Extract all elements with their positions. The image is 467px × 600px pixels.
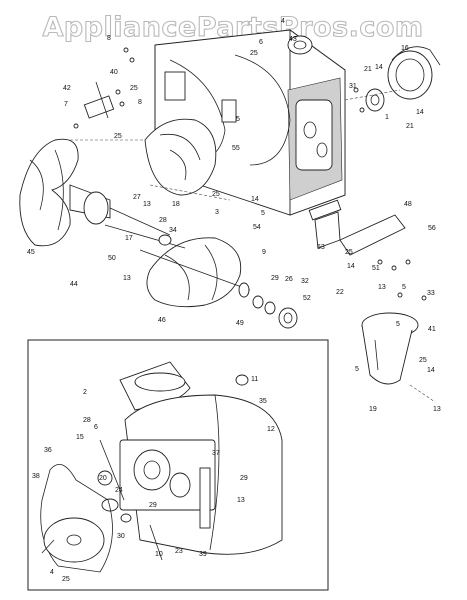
callout: 25 <box>114 133 122 140</box>
callout: 29 <box>149 502 157 509</box>
callout: 12 <box>267 426 275 433</box>
right-auger <box>139 237 251 308</box>
callout: 40 <box>110 69 118 76</box>
callout: 54 <box>253 224 261 231</box>
callout: 13 <box>378 284 386 291</box>
callout: 45 <box>27 249 35 256</box>
callout: 33 <box>427 290 435 297</box>
callout: 21 <box>406 123 414 130</box>
callout: 8 <box>107 35 111 42</box>
callout: 14 <box>416 109 424 116</box>
callout-labels-inset: 11 35 2 12 28 15 6 36 37 38 20 24 29 13 … <box>32 376 275 583</box>
callout: 48 <box>404 201 412 208</box>
callout: 16 <box>401 45 409 52</box>
callout: 21 <box>364 66 372 73</box>
callout: 52 <box>303 295 311 302</box>
upper-pulley-assembly <box>344 46 441 113</box>
chute-assembly <box>361 312 436 403</box>
callout: 37 <box>212 450 220 457</box>
callout: 5 <box>261 210 265 217</box>
callout: 14 <box>347 263 355 270</box>
callout: 25 <box>419 357 427 364</box>
callout: 42 <box>63 85 71 92</box>
callout: 31 <box>349 83 357 90</box>
callout: 56 <box>428 225 436 232</box>
callout: 25 <box>250 50 258 57</box>
callout: 25 <box>130 85 138 92</box>
callout: 23 <box>175 548 183 555</box>
callout: 46 <box>158 317 166 324</box>
callout: 11 <box>251 376 258 383</box>
callout: 24 <box>115 487 123 494</box>
callout: 29 <box>271 275 279 282</box>
callout: 39 <box>199 551 207 558</box>
callout: 55 <box>232 145 240 152</box>
callout: 49 <box>236 320 244 327</box>
callout: 6 <box>94 424 98 431</box>
callout: 27 <box>133 194 141 201</box>
callout: 44 <box>70 281 78 288</box>
callout: 5 <box>355 366 359 373</box>
callout: 5 <box>396 321 400 328</box>
callout: 13 <box>237 497 245 504</box>
callout: 51 <box>372 265 380 272</box>
callout: 30 <box>117 533 125 540</box>
callout: 13 <box>143 201 151 208</box>
callout: 5 <box>402 284 406 291</box>
callout: 22 <box>336 289 344 296</box>
callout: 8 <box>138 99 142 106</box>
callout: 35 <box>259 398 267 405</box>
callout: 43 <box>289 36 297 43</box>
callout: 32 <box>301 278 309 285</box>
left-auger <box>19 138 171 247</box>
callout: 53 <box>317 244 325 251</box>
callout: 15 <box>76 434 84 441</box>
callout: 4 <box>50 569 54 576</box>
callout: 2 <box>83 389 87 396</box>
inset-detail <box>27 339 329 591</box>
auger-housing <box>154 29 346 216</box>
callout: 6 <box>259 39 263 46</box>
callout: 25 <box>212 191 220 198</box>
callout: 7 <box>64 101 68 108</box>
callout: 25 <box>345 249 353 256</box>
callout: 13 <box>123 275 131 282</box>
callout: 50 <box>108 255 116 262</box>
callout: 18 <box>172 201 180 208</box>
callout: 28 <box>159 217 167 224</box>
callout: 14 <box>251 196 259 203</box>
callout: 17 <box>125 235 133 242</box>
callout: 10 <box>155 551 163 558</box>
callout: 1 <box>385 114 389 121</box>
callout: 28 <box>83 417 91 424</box>
callout: 36 <box>44 447 52 454</box>
callout: 3 <box>215 209 219 216</box>
callout: 5 <box>236 116 240 123</box>
callout: 20 <box>99 475 107 482</box>
callout: 41 <box>428 326 436 333</box>
callout: 13 <box>433 406 441 413</box>
callout: 14 <box>375 64 383 71</box>
callout: 14 <box>427 367 435 374</box>
callout: 34 <box>169 227 177 234</box>
callout: 4 <box>281 18 285 25</box>
auger-shaft-parts <box>104 224 298 329</box>
left-bracket-group <box>60 47 150 141</box>
lower-right-parts <box>308 199 427 301</box>
callout: 38 <box>32 473 40 480</box>
callout: 19 <box>369 406 377 413</box>
callout: 29 <box>240 475 248 482</box>
callout: 9 <box>262 249 266 256</box>
callout-labels-upper: 8 4 6 43 25 16 40 25 42 8 7 21 14 31 1 1… <box>27 18 441 413</box>
callout: 25 <box>62 576 70 583</box>
watermark-text: AppliancePartsPros.com <box>42 12 423 43</box>
callout: 26 <box>285 276 293 283</box>
impeller <box>144 118 231 201</box>
